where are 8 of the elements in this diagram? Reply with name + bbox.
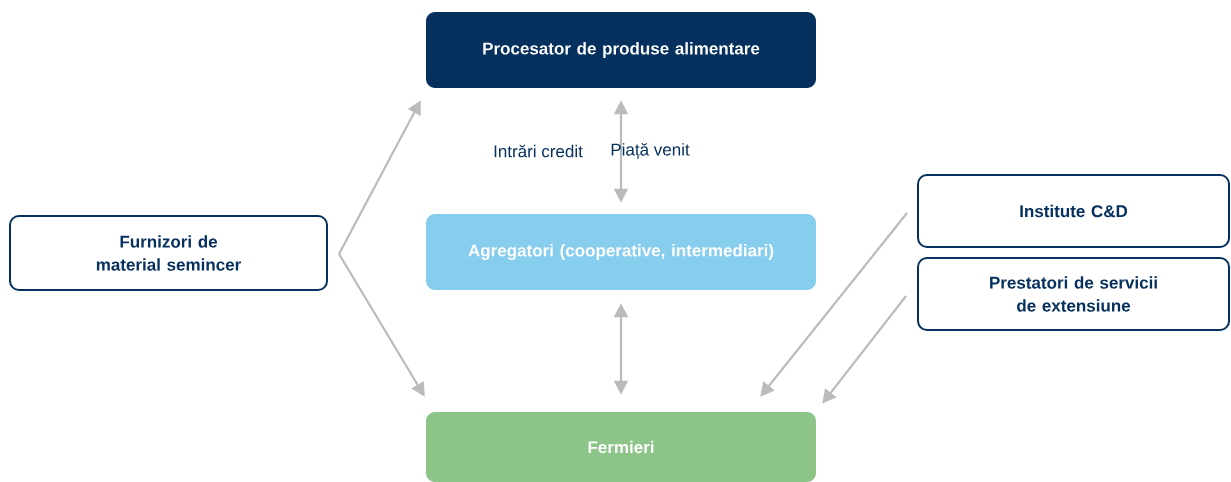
flow-label: Intrări credit	[494, 144, 583, 158]
process-box: Agregatori (cooperative, intermediari)	[426, 214, 816, 290]
process-box: Furnizori de material semincer	[9, 215, 328, 291]
process-box: Prestatori de servicii de extensiune	[917, 257, 1230, 331]
flow-label: Piață venit	[611, 142, 690, 160]
process-box: Procesator de produse alimentare	[426, 12, 816, 88]
process-box: Institute C&D	[917, 174, 1230, 248]
process-box: Fermieri	[426, 412, 816, 482]
